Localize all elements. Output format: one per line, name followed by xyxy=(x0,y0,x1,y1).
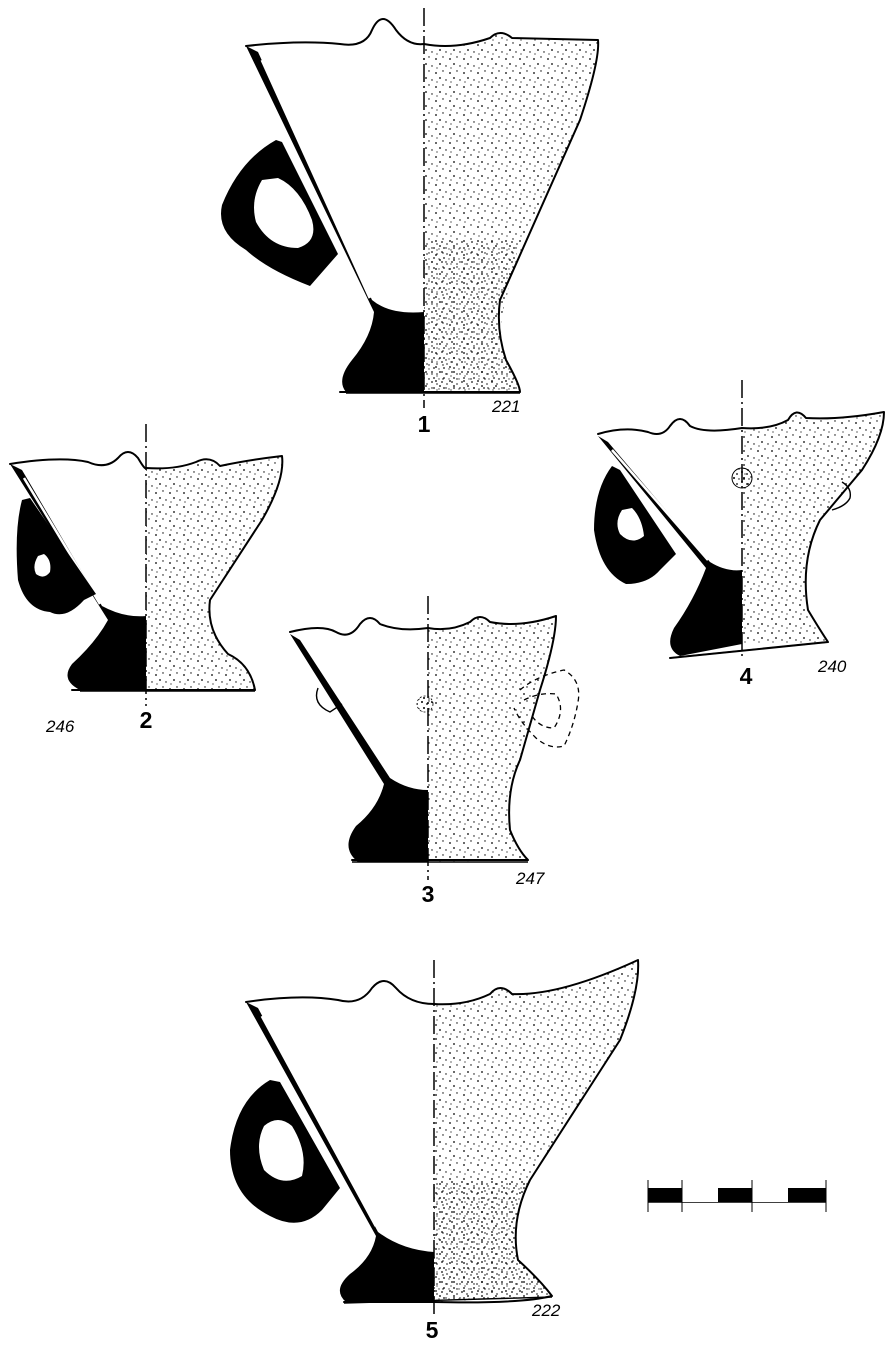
vessel-5-section-white-line xyxy=(260,1015,378,1227)
vessel-3-catalogue-number: 247 xyxy=(515,869,545,888)
vessel-1: 1 221 xyxy=(221,8,600,437)
vessel-4-figure-number: 4 xyxy=(740,663,753,689)
vessel-1-catalogue-number: 221 xyxy=(491,397,520,416)
vessel-1-section-white-rim-line xyxy=(260,59,372,299)
vessel-4: 4 240 xyxy=(594,380,885,689)
scale-bar-segment-4 xyxy=(752,1188,788,1202)
scale-bar-segment-1 xyxy=(648,1188,682,1202)
vessel-2: 2 246 xyxy=(9,424,284,736)
vessel-4-exterior-stipple xyxy=(742,412,884,644)
vessel-3: 3 247 xyxy=(289,596,580,907)
scale-bar-segment-2 xyxy=(682,1188,718,1202)
vessel-5-base-line xyxy=(343,1296,553,1304)
vessel-3-restored-handle-inner xyxy=(523,692,562,729)
vessel-3-figure-number: 3 xyxy=(422,881,435,907)
vessel-5-figure-number: 5 xyxy=(426,1317,439,1343)
vessel-3-knob xyxy=(416,695,434,713)
vessel-2-figure-number: 2 xyxy=(140,707,153,733)
scale-bar xyxy=(647,1180,827,1212)
vessel-2-exterior-stipple xyxy=(146,456,283,690)
vessel-5-outline xyxy=(245,959,640,1304)
vessel-4-outline xyxy=(597,411,885,659)
vessel-3-restored-handle xyxy=(513,669,580,748)
vessel-5-handle xyxy=(230,1080,340,1223)
vessel-4-right-handle-stub xyxy=(831,481,852,511)
scale-bar-segment-3 xyxy=(718,1188,752,1202)
vessel-5-section xyxy=(246,1002,434,1302)
vessel-1-handle xyxy=(221,140,338,286)
vessel-3-outline xyxy=(289,615,557,861)
vessel-4-base-line xyxy=(669,641,829,659)
scale-bar-segment-5 xyxy=(788,1188,826,1202)
vessel-2-section xyxy=(10,464,146,690)
vessel-1-exterior-stipple-dense xyxy=(424,240,520,392)
vessel-1-outline xyxy=(245,18,600,393)
vessel-5: 5 222 xyxy=(230,959,640,1343)
vessel-2-outline xyxy=(9,451,284,691)
vessel-1-figure-number: 1 xyxy=(418,411,431,437)
vessel-5-catalogue-number: 222 xyxy=(531,1301,561,1320)
vessel-2-handle xyxy=(16,498,97,615)
vessel-3-handle-stub xyxy=(315,687,343,713)
vessel-4-section-white-line xyxy=(611,449,709,561)
vessel-1-section xyxy=(246,46,424,392)
vessel-2-catalogue-number: 246 xyxy=(45,717,75,736)
vessel-3-exterior-stipple xyxy=(428,616,556,862)
vessel-4-catalogue-number: 240 xyxy=(817,657,847,676)
vessel-4-section xyxy=(598,436,742,656)
vessel-3-section xyxy=(290,634,428,862)
vessel-4-handle xyxy=(594,466,676,584)
vessel-5-exterior-stipple-dense xyxy=(434,1180,552,1302)
